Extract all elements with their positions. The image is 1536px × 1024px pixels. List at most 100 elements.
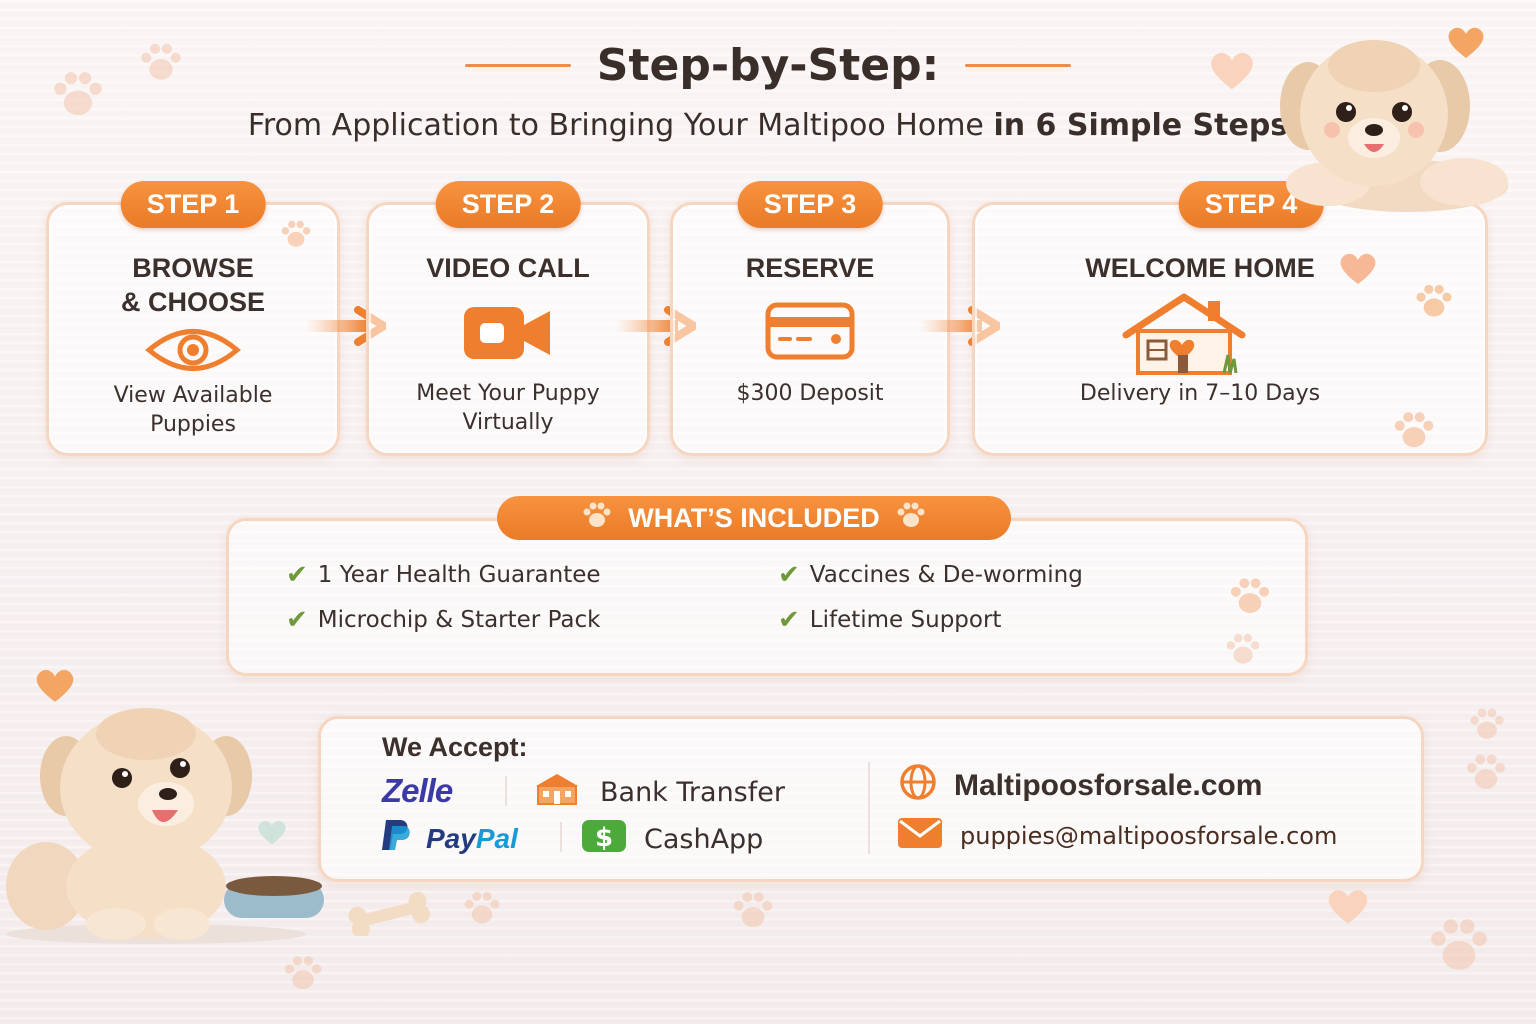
globe-icon [898, 762, 938, 810]
step-heading-1-line1: BROWSE [132, 253, 254, 283]
heart-icon [1448, 27, 1484, 58]
step-desc-2-line2: Virtually [462, 410, 554, 435]
svg-text:$: $ [595, 823, 613, 853]
page-subtitle: From Application to Bringing Your Maltip… [0, 108, 1536, 143]
eye-icon [145, 325, 241, 379]
paw-print-icon [580, 501, 614, 536]
check-icon: ✔ [286, 560, 308, 590]
payment-title: We Accept: [382, 732, 528, 762]
included-item: ✔ Lifetime Support [778, 605, 1001, 635]
title-block: Step-by-Step: [0, 40, 1536, 91]
step-card-2: STEP 2 VIDEO CALL Meet Your Puppy Virtua… [366, 181, 650, 456]
divider [868, 762, 870, 854]
step-heading-1-line2: & CHOOSE [120, 287, 266, 317]
paypal-icon [378, 818, 414, 859]
bone-icon [348, 892, 431, 936]
included-title-pill: WHAT’S INCLUDED [497, 496, 1011, 540]
title-left-rule [464, 64, 571, 67]
included-item-label: Lifetime Support [809, 607, 1002, 633]
check-icon: ✔ [778, 560, 800, 590]
paw-print-icon [54, 71, 102, 116]
check-icon: ✔ [778, 605, 800, 635]
heart-icon [258, 820, 286, 845]
step-heading-4-line1: WELCOME HOME [1085, 253, 1315, 283]
title-right-rule [965, 64, 1072, 67]
zelle-logo: Zelle [382, 772, 453, 810]
divider [505, 776, 507, 806]
website-item[interactable]: Maltipoosforsale.com [898, 762, 1262, 810]
step-desc-2: Meet Your Puppy Virtually [369, 379, 647, 437]
included-panel [226, 518, 1308, 676]
video-camera-icon [460, 303, 556, 367]
paw-print-icon [1230, 578, 1270, 613]
step-desc-1: View Available Puppies [49, 381, 337, 439]
step-heading-1: BROWSE & CHOOSE [49, 251, 337, 319]
paw-print-icon [1394, 412, 1434, 448]
step-badge-2: STEP 2 [435, 181, 581, 228]
puppy-illustration [6, 708, 324, 944]
included-item-label: Vaccines & De-worming [809, 562, 1083, 588]
bank-icon [532, 772, 582, 813]
cashapp-icon: $ [580, 818, 628, 861]
step-desc-1-line2: Puppies [150, 412, 236, 437]
step-badge-3: STEP 3 [737, 181, 883, 228]
paw-print-icon [281, 220, 311, 247]
heart-icon [1328, 890, 1368, 924]
title-text: Step-by-Step: [596, 40, 940, 91]
paw-print-icon [464, 891, 500, 924]
website-link[interactable]: Maltipoosforsale.com [954, 769, 1263, 802]
email-link[interactable]: puppies@maltipoosforsale.com [960, 822, 1338, 850]
bank-transfer-label: Bank Transfer [600, 777, 785, 808]
cashapp-item: $ CashApp [580, 818, 763, 861]
included-item: ✔ Vaccines & De-worming [778, 560, 1083, 590]
paw-print-icon [284, 956, 322, 990]
heart-icon [36, 670, 74, 702]
email-item[interactable]: puppies@maltipoosforsale.com [896, 816, 1337, 856]
credit-card-icon [764, 301, 856, 365]
step-heading-2-line1: VIDEO CALL [426, 253, 590, 283]
divider [560, 822, 562, 852]
bank-transfer-item: Bank Transfer [532, 772, 785, 813]
paw-print-icon [141, 43, 181, 80]
zelle-label: Zelle [382, 772, 453, 809]
paypal-label-b: Pal [475, 822, 518, 854]
page-title: Step-by-Step: [464, 40, 1072, 91]
mail-icon [896, 816, 944, 856]
step-desc-2-line1: Meet Your Puppy [416, 381, 600, 406]
cashapp-label: CashApp [644, 824, 764, 855]
included-item: ✔ 1 Year Health Guarantee [286, 560, 601, 590]
step-card-4: STEP 4 WELCOME HOME Delivery in 7–10 Day… [972, 181, 1488, 456]
step-badge-4: STEP 4 [1178, 181, 1324, 228]
step-badge-1: STEP 1 [120, 181, 266, 228]
included-item-label: 1 Year Health Guarantee [317, 562, 601, 588]
paw-print-icon [894, 501, 928, 536]
paypal-logo: PayPal [378, 818, 518, 859]
step-desc-3-line1: $300 Deposit [736, 381, 884, 406]
subtitle-text: From Application to Bringing Your Maltip… [247, 108, 984, 143]
paw-print-icon [1226, 633, 1260, 664]
included-item-label: Microchip & Starter Pack [317, 607, 601, 633]
step-heading-4: WELCOME HOME [945, 251, 1455, 285]
step-heading-3-line1: RESERVE [745, 253, 875, 283]
paw-print-icon [733, 892, 773, 928]
check-icon: ✔ [286, 605, 308, 635]
paw-print-icon [1470, 708, 1504, 739]
paw-print-icon [1466, 754, 1506, 789]
step-heading-2: VIDEO CALL [369, 251, 647, 285]
puppy-illustration [1280, 40, 1508, 212]
step-desc-3: $300 Deposit [673, 379, 947, 408]
heart-icon [1211, 52, 1253, 90]
subtitle-bold-text: in 6 Simple Steps [993, 108, 1289, 143]
step-desc-4: Delivery in 7–10 Days [945, 379, 1455, 408]
paw-print-icon [1431, 919, 1487, 970]
paw-print-icon [1416, 284, 1452, 317]
step-card-3: STEP 3 RESERVE $300 Deposit [670, 181, 950, 456]
payment-panel [318, 716, 1424, 882]
house-heart-icon [1120, 293, 1250, 381]
heart-icon [1340, 253, 1376, 284]
step-heading-3: RESERVE [673, 251, 947, 285]
step-desc-4-line1: Delivery in 7–10 Days [1079, 381, 1321, 406]
step-desc-1-line1: View Available [113, 383, 273, 408]
included-title: WHAT’S INCLUDED [628, 502, 880, 533]
paypal-label-a: Pay [426, 822, 476, 854]
